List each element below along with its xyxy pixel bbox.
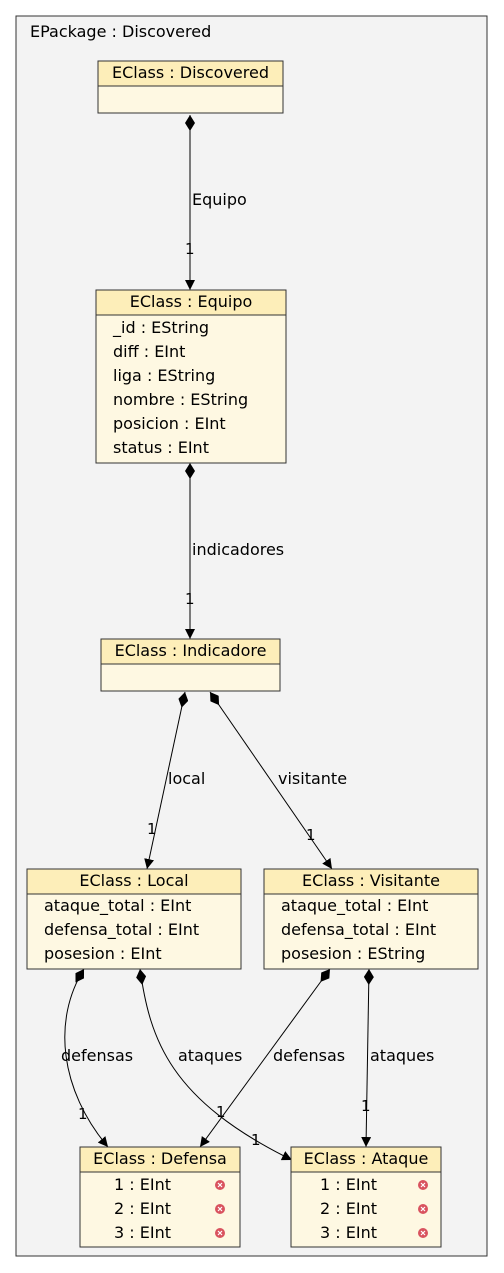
- attribute: diff : EInt: [113, 342, 185, 361]
- attribute: posesion : EInt: [44, 944, 162, 963]
- error-icon: [215, 1204, 225, 1214]
- edge-label-equipo: Equipo: [192, 190, 247, 209]
- attribute: posesion : EString: [281, 944, 425, 963]
- class-visitante[interactable]: EClass : Visitante ataque_total : EInt d…: [263, 868, 479, 970]
- edge-label-indicadores: indicadores: [192, 540, 284, 559]
- error-icon: [418, 1180, 428, 1190]
- edge-label-visitante: visitante: [278, 769, 347, 788]
- attribute: ataque_total : EInt: [44, 896, 191, 916]
- literal: 2 : EInt: [114, 1199, 171, 1218]
- class-title: EClass : Defensa: [93, 1149, 227, 1168]
- attribute: ataque_total : EInt: [281, 896, 428, 916]
- edge-discovered-equipo[interactable]: Equipo 1: [185, 115, 247, 290]
- multiplicity-label: 1: [251, 1131, 261, 1149]
- attribute: posicion : EInt: [113, 414, 226, 433]
- attribute: liga : EString: [113, 366, 215, 385]
- error-icon: [418, 1204, 428, 1214]
- class-title: EClass : Discovered: [112, 63, 269, 82]
- edge-visitante-ataque[interactable]: ataques 1: [361, 968, 434, 1148]
- edge-label-defensas: defensas: [61, 1046, 133, 1065]
- literal: 2 : EInt: [320, 1199, 377, 1218]
- edge-label-ataques: ataques: [370, 1046, 434, 1065]
- edge-label-local: local: [168, 769, 205, 788]
- multiplicity-label: 1: [216, 1103, 226, 1121]
- edge-local-defensa[interactable]: defensas 1: [61, 968, 133, 1148]
- edges: Equipo 1 indicadores 1 local 1 visitante…: [61, 115, 434, 1161]
- edge-indicadore-local[interactable]: local 1: [144, 691, 205, 870]
- class-defensa[interactable]: EClass : Defensa 1 : EInt 2 : EInt 3 : E…: [79, 1146, 241, 1248]
- multiplicity-label: 1: [361, 1097, 371, 1115]
- attribute: defensa_total : EInt: [281, 920, 436, 940]
- package-frame[interactable]: EPackage : Discovered: [15, 15, 488, 1257]
- multiplicity-label: 1: [147, 820, 157, 838]
- attribute: defensa_total : EInt: [44, 920, 199, 940]
- multiplicity-label: 1: [185, 240, 195, 258]
- error-icon: [418, 1228, 428, 1238]
- multiplicity-label: 1: [306, 826, 316, 844]
- attribute: nombre : EString: [113, 390, 248, 409]
- edge-visitante-defensa[interactable]: defensas 1: [199, 968, 345, 1148]
- literal: 3 : EInt: [320, 1223, 377, 1242]
- class-discovered[interactable]: EClass : Discovered: [97, 60, 284, 114]
- multiplicity-label: 1: [78, 1105, 88, 1123]
- package-title: EPackage : Discovered: [30, 22, 211, 41]
- error-icon: [215, 1228, 225, 1238]
- attribute: status : EInt: [113, 438, 209, 457]
- class-local[interactable]: EClass : Local ataque_total : EInt defen…: [26, 868, 242, 970]
- class-title: EClass : Indicadore: [115, 641, 267, 660]
- attribute: _id : EString: [112, 318, 209, 338]
- class-ataque[interactable]: EClass : Ataque 1 : EInt 2 : EInt 3 : EI…: [290, 1146, 442, 1248]
- multiplicity-label: 1: [185, 590, 195, 608]
- class-indicadore[interactable]: EClass : Indicadore: [100, 638, 281, 692]
- class-title: EClass : Local: [79, 871, 188, 890]
- class-title: EClass : Ataque: [304, 1149, 429, 1168]
- class-equipo[interactable]: EClass : Equipo _id : EString diff : EIn…: [95, 289, 287, 464]
- edge-label-defensas: defensas: [273, 1046, 345, 1065]
- literal: 1 : EInt: [320, 1175, 377, 1194]
- edge-indicadore-visitante[interactable]: visitante 1: [209, 691, 347, 870]
- edge-equipo-indicadore[interactable]: indicadores 1: [185, 463, 284, 639]
- literal: 1 : EInt: [114, 1175, 171, 1194]
- error-icon: [215, 1180, 225, 1190]
- literal: 3 : EInt: [114, 1223, 171, 1242]
- edge-label-ataques: ataques: [178, 1046, 242, 1065]
- class-title: EClass : Equipo: [130, 292, 253, 311]
- class-title: EClass : Visitante: [302, 871, 440, 890]
